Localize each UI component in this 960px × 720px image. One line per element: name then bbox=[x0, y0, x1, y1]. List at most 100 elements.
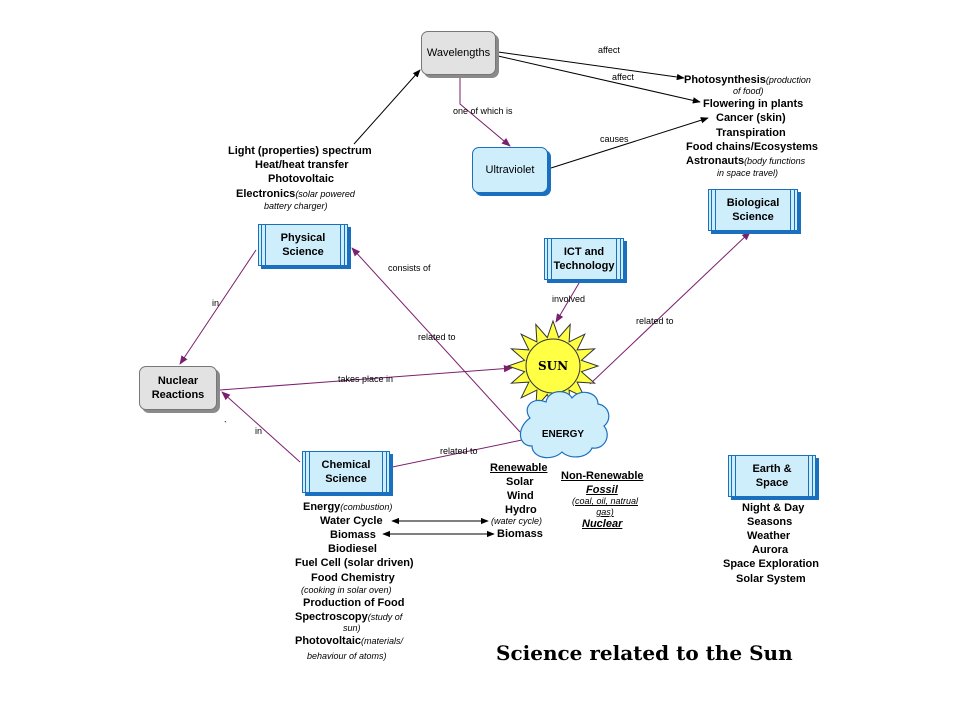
chemical-topic-photovoltaic: Photovoltaic(materials/ bbox=[295, 634, 403, 648]
edge-label-in-1: in bbox=[212, 298, 220, 308]
earth-space-node: Earth & Space bbox=[728, 455, 816, 497]
physical-topic-battery-note: battery charger) bbox=[264, 201, 328, 211]
bio-effect-photosynthesis: Photosynthesis(production bbox=[684, 73, 811, 87]
renewable-wind: Wind bbox=[507, 490, 534, 502]
bio-effect-0-main: Photosynthesis bbox=[684, 74, 766, 86]
earth-line2: Space bbox=[755, 477, 789, 489]
earth-topic-weather: Weather bbox=[747, 530, 791, 542]
edge-causes bbox=[550, 117, 709, 169]
nuclear-line1: Nuclear bbox=[157, 375, 199, 387]
edge-label-affect-1: affect bbox=[598, 45, 620, 55]
page-title: Science related to the Sun bbox=[496, 641, 793, 665]
chemical-topic-food-chemistry: Food Chemistry bbox=[311, 572, 395, 584]
physical-science-line2: Science bbox=[282, 246, 324, 258]
chemical-topic-spectroscopy: Spectroscopy(study of bbox=[295, 610, 402, 624]
edge-affect-flowering bbox=[497, 55, 701, 104]
nuclear-label: Nuclear bbox=[582, 518, 623, 530]
bio-effect-astronauts: Astronauts(body functions bbox=[686, 154, 805, 168]
edge-label-related-to-bio: related to bbox=[636, 316, 674, 326]
chemical-topic-solar-oven-note: (cooking in solar oven) bbox=[301, 585, 392, 595]
chemical-topic-production-of-food: Production of Food bbox=[303, 597, 405, 609]
edge-label-related-to-phys: related to bbox=[418, 332, 456, 342]
chemical-topic-fuel-cell: Fuel Cell (solar driven) bbox=[295, 557, 414, 569]
ict-line1: ICT and bbox=[563, 246, 605, 258]
chemical-topic-biomass: Biomass bbox=[330, 529, 376, 541]
ict-line2: Technology bbox=[553, 260, 615, 272]
earth-topic-seasons: Seasons bbox=[747, 516, 793, 528]
physical-topic-heat: Heat/heat transfer bbox=[255, 159, 349, 171]
chemical-topic-10-main: Photovoltaic bbox=[295, 635, 362, 647]
edge-label-in-2: in bbox=[255, 426, 263, 436]
physical-topic-3-note: (solar powered bbox=[295, 189, 355, 199]
chemical-topic-energy: Energy(combustion) bbox=[303, 500, 392, 514]
chemical-topic-water-cycle: Water Cycle bbox=[320, 515, 383, 527]
chemical-topic-0-note: (combustion) bbox=[340, 502, 393, 512]
renewable-heading: Renewable bbox=[490, 462, 548, 474]
chemical-topic-atoms-note: behaviour of atoms) bbox=[307, 651, 387, 661]
sun-label: SUN bbox=[537, 359, 569, 373]
earth-topic-solar-system: Solar System bbox=[736, 573, 806, 585]
nonrenewable-heading: Non-Renewable bbox=[561, 470, 644, 482]
edge-energy-physical bbox=[351, 247, 521, 433]
edge-label-affect-2: affect bbox=[612, 72, 634, 82]
physical-topic-electronics: Electronics(solar powered bbox=[236, 187, 355, 201]
edge-label-involved: involved bbox=[552, 294, 586, 304]
earth-line1: Earth & bbox=[752, 463, 792, 475]
edge-label-causes: causes bbox=[600, 134, 629, 144]
chemical-line1: Chemical bbox=[321, 459, 371, 471]
nuclear-line2: Reactions bbox=[151, 389, 205, 401]
chemical-topic-8-note: (study of bbox=[367, 612, 403, 622]
biological-science-line1: Biological bbox=[726, 197, 780, 209]
physical-topic-3-main: Electronics bbox=[236, 188, 296, 200]
bio-effect-flowering: Flowering in plants bbox=[703, 98, 804, 110]
wavelengths-node: Wavelengths bbox=[421, 31, 496, 75]
chemical-topic-biodiesel: Biodiesel bbox=[328, 543, 377, 555]
edge-physical-in-nuclear bbox=[179, 249, 257, 365]
sun-icon bbox=[506, 319, 600, 413]
edge-light-to-wavelengths bbox=[353, 69, 421, 145]
edge-ict-involved-sun bbox=[555, 277, 583, 323]
bio-effect-6-main: Astronauts bbox=[686, 155, 745, 167]
edge-sun-biological bbox=[589, 231, 751, 385]
physical-topic-photovoltaic: Photovoltaic bbox=[268, 173, 335, 185]
renewable-solar: Solar bbox=[506, 476, 534, 488]
chemical-topic-8-main: Spectroscopy bbox=[295, 611, 368, 623]
renewable-hydro: Hydro bbox=[505, 504, 537, 516]
chemical-topic-sun-note: sun) bbox=[343, 623, 361, 633]
earth-space-label: Earth & Space bbox=[752, 462, 791, 490]
energy-cloud-icon bbox=[519, 391, 610, 459]
wavelengths-label: Wavelengths bbox=[426, 47, 491, 59]
fossil-note-line1: (coal, oil, natrual bbox=[571, 496, 639, 506]
bio-effect-transpiration: Transpiration bbox=[716, 127, 786, 139]
edge-chemical-in-nuclear bbox=[221, 391, 301, 463]
bio-effect-space-note: in space travel) bbox=[717, 168, 779, 178]
chemical-line2: Science bbox=[325, 473, 367, 485]
bio-effect-0-note: (production bbox=[765, 75, 811, 85]
edge-energy-chemical bbox=[377, 439, 523, 472]
edge-label-takes-place-in: takes place in bbox=[338, 374, 394, 384]
bio-effect-food-note: of food) bbox=[733, 86, 764, 96]
physical-topic-light: Light (properties) spectrum bbox=[228, 145, 372, 157]
bio-effect-cancer: Cancer (skin) bbox=[716, 112, 786, 124]
fossil-note-line2: gas) bbox=[596, 507, 614, 517]
biological-science-line2: Science bbox=[732, 211, 774, 223]
earth-topic-night-day: Night & Day bbox=[742, 502, 805, 514]
chemical-topic-10-note: (materials/ bbox=[361, 636, 404, 646]
chemical-topic-0-main: Energy bbox=[303, 501, 341, 513]
earth-topic-space-exploration: Space Exploration bbox=[723, 558, 819, 570]
ultraviolet-label: Ultraviolet bbox=[485, 164, 535, 176]
energy-label: ENERGY bbox=[541, 429, 585, 440]
edge-label-related-to-chem: related to bbox=[440, 446, 478, 456]
water-cycle-note: (water cycle) bbox=[491, 516, 543, 526]
edge-one-of-which-is bbox=[459, 76, 511, 147]
